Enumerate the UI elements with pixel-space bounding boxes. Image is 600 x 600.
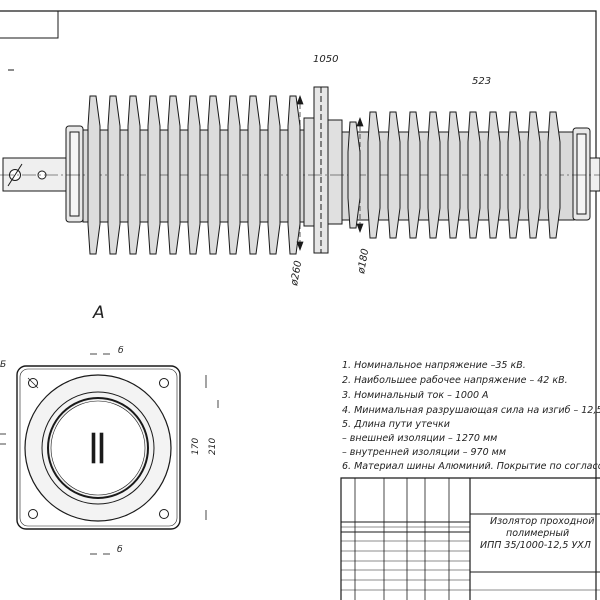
left-shed — [267, 95, 281, 255]
shed-diameter-label: ø260 — [289, 260, 304, 288]
dimension-lines — [296, 95, 364, 251]
note-3: 3. Номинальный ток – 1000 А — [342, 390, 489, 401]
flange-hub — [303, 117, 315, 227]
left-shed — [247, 95, 261, 255]
flange-plan-view — [16, 365, 181, 530]
left-shed — [187, 95, 201, 255]
note-1: 1. Номинальное напряжение –35 кВ. — [342, 360, 526, 371]
plan-dimension-marks — [0, 353, 219, 555]
left-shed — [207, 95, 221, 255]
right-length-label: 523 — [472, 76, 491, 87]
right-sheds — [347, 111, 561, 239]
left-sheds — [87, 95, 301, 255]
flange-plate — [16, 365, 181, 530]
right-shed — [447, 111, 461, 239]
bus-bar-section-left — [91, 432, 96, 464]
right-shed — [427, 111, 441, 239]
right-shed — [527, 111, 541, 239]
right-terminal — [589, 157, 600, 192]
right-shed — [547, 111, 561, 239]
note-2: 2. Наибольшее рабочее напряжение – 42 кВ… — [342, 375, 568, 386]
left-shed — [107, 95, 121, 255]
note-4: 4. Минимальная разрушающая сила на изгиб… — [342, 405, 600, 416]
title-line-2: полимерный — [506, 528, 570, 539]
bus-bar-section-right — [99, 432, 104, 464]
view-label: А — [92, 303, 105, 323]
left-shed — [227, 95, 241, 255]
right-shed — [387, 111, 401, 239]
bolt-hole-bottom-left — [28, 509, 38, 519]
bolt-hole-top-left — [28, 378, 38, 388]
outer-width-label: 210 — [208, 438, 218, 455]
flange-inner-ring — [47, 397, 149, 499]
left-shed — [87, 95, 101, 255]
left-shed — [147, 95, 161, 255]
note-5a: – внешней изоляции – 1270 мм — [342, 433, 498, 444]
inner-width-label: 170 — [191, 438, 201, 455]
left-shed — [127, 95, 141, 255]
right-shed — [347, 121, 361, 229]
right-shed — [407, 111, 421, 239]
offset-bottom-label: б — [117, 545, 123, 555]
note-5: 5. Длина пути утечки — [342, 419, 450, 430]
left-shed — [287, 95, 301, 255]
flange-mid-ring — [41, 391, 155, 505]
core-diameter-label: ø180 — [356, 248, 371, 276]
title-line-1: Изолятор проходной — [490, 516, 595, 527]
title-block — [340, 477, 600, 600]
offset-top-label: б — [118, 346, 124, 356]
left-shed — [167, 95, 181, 255]
note-5b: – внутренней изоляции – 970 мм — [342, 447, 506, 458]
flange-hub-right — [327, 119, 343, 225]
overall-length-label: 1050 — [313, 54, 338, 65]
sheet-frame — [0, 10, 597, 600]
note-6: 6. Материал шины Алюминий. Покрытие по с… — [342, 461, 600, 472]
title-line-3: ИПП 35/1000-12,5 УХЛ — [480, 540, 591, 551]
right-shed — [367, 111, 381, 239]
right-shed — [467, 111, 481, 239]
right-shed — [487, 111, 501, 239]
bolt-hole-top-right — [159, 378, 169, 388]
bolt-hole-bottom-right — [159, 509, 169, 519]
right-shed — [507, 111, 521, 239]
left-section-label: Б — [0, 360, 6, 370]
